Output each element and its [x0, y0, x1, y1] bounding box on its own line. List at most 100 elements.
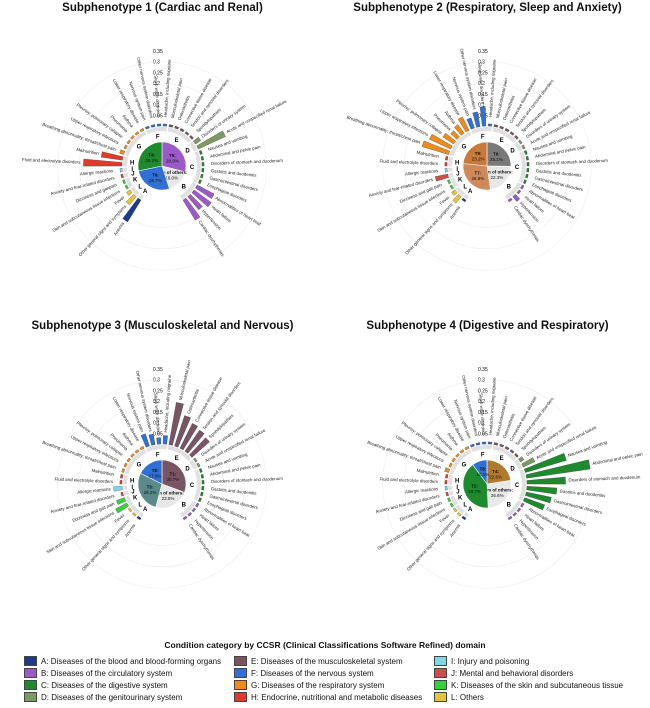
bar-a: [136, 515, 142, 521]
category-arc-h: [123, 156, 129, 167]
category-arc-a: [138, 193, 144, 200]
category-letter-h: H: [455, 161, 459, 167]
bar-label: Fluid and electrolyte disorders: [54, 476, 114, 484]
pie-slice: [486, 141, 512, 167]
pie-slice: [137, 141, 163, 172]
category-letter-c: C: [515, 483, 520, 489]
pie-slice: [161, 141, 187, 173]
legend-label: L: Others: [451, 692, 484, 702]
category-letter-f: F: [481, 452, 485, 458]
bar-label: Disorders of stomach and duodenum: [568, 474, 640, 482]
category-letter-e: E: [175, 138, 179, 144]
bar-b: [520, 184, 525, 190]
pie-slice: [472, 459, 488, 485]
bar-e: [184, 429, 205, 454]
pie-slice: [140, 459, 163, 485]
bar-b: [512, 194, 521, 202]
category-letter-l: L: [138, 503, 142, 509]
grid-ring: [57, 379, 267, 589]
bar-g: [429, 133, 453, 150]
grid-ring: [78, 400, 246, 568]
category-letter-a: A: [468, 189, 473, 195]
bar-label: Disorders of stomach and duodenum: [211, 476, 283, 484]
category-arc-l: [130, 186, 140, 197]
axis-tick-label: 0.1: [478, 421, 485, 427]
legend-item-f: F: Diseases of the nervous system: [234, 668, 374, 678]
bar-b: [182, 515, 188, 521]
bar-f: [472, 111, 481, 128]
bar-j: [120, 173, 124, 179]
bar-k: [447, 179, 451, 185]
category-letter-i: I: [131, 485, 133, 491]
legend-item-a: A: Diseases of the blood and blood-formi…: [24, 656, 221, 666]
category-arc-k: [450, 495, 458, 506]
axis-tick-label: 0.1: [153, 103, 160, 109]
pie-slice-label: Sum of others:: [152, 491, 184, 496]
bar-c: [200, 474, 204, 479]
legend-label: H: Endocrine, nutritional and metabolic …: [251, 692, 423, 702]
pie-slice-label: T5:: [169, 153, 176, 158]
bar-label: Gastritis and duodenitis: [211, 486, 258, 496]
axis-tick-label: 0.2: [478, 81, 485, 87]
category-arc-e: [167, 127, 192, 144]
bar-e: [189, 135, 194, 140]
bar-label: Fever: [114, 194, 126, 205]
bar-label: Anemia: [113, 221, 126, 237]
category-letter-i: I: [456, 167, 458, 173]
legend-label: C: Diseases of the digestive system: [41, 680, 168, 690]
bar-e: [509, 131, 515, 136]
legend-swatch: [434, 692, 447, 702]
pie-slice: [462, 163, 491, 191]
bar-k: [449, 502, 454, 508]
legend-swatch: [24, 668, 37, 678]
bar-f: [479, 106, 487, 127]
bar-b: [187, 194, 203, 211]
pie-slice-value: 26.7%: [149, 178, 162, 183]
bar-f: [140, 433, 150, 448]
bar-label: Fluid and electrolyte disorders: [379, 476, 439, 484]
grid-ring: [382, 61, 592, 271]
bar-label: Gastritis and duodenitis: [211, 168, 258, 178]
bar-f: [470, 443, 475, 448]
bar-c: [523, 453, 567, 473]
axis-tick-label: 0.15: [478, 92, 488, 98]
bar-l: [126, 189, 133, 196]
bar-g: [464, 446, 470, 451]
axis-tick-label: 0.25: [478, 388, 488, 394]
category-letter-i: I: [456, 485, 458, 491]
legend-item-e: E: Diseases of the musculoskeletal syste…: [234, 656, 403, 666]
bar-c: [523, 497, 545, 511]
bar-l: [452, 194, 462, 204]
category-arc-k: [125, 177, 133, 188]
category-letter-j: J: [131, 489, 134, 495]
bar-k: [116, 497, 126, 505]
bar-b: [195, 184, 215, 199]
bar-e: [184, 131, 190, 136]
axis-tick-label: 0.3: [153, 378, 160, 384]
grid-ring: [57, 61, 267, 271]
bar-label: Breathing abnormality; throat/chest pain: [346, 115, 421, 145]
bar-g: [123, 462, 128, 468]
bar-label: Disorders of stomach and duodenum: [211, 158, 283, 166]
bar-e: [504, 446, 510, 451]
category-letter-b: B: [507, 503, 512, 509]
bar-label: Fever: [439, 194, 451, 205]
category-letter-h: H: [130, 161, 134, 167]
legend-label: J: Mental and behavioral disorders: [451, 668, 574, 678]
category-arc-g: [449, 448, 472, 475]
legend-label: I: Injury and poisoning: [451, 656, 530, 666]
legend-item-i: I: Injury and poisoning: [434, 656, 529, 666]
bar-label: Malnutrition: [416, 150, 440, 159]
pie-slice-label: T9:: [475, 151, 482, 156]
legend-item-l: L: Others: [434, 692, 484, 702]
bar-label: Allergic reactions: [77, 486, 112, 494]
axis-tick-label: 0.05: [153, 113, 163, 119]
subphenotype-3-panel: Subphenotype 3 (Musculoskeletal and Nerv…: [0, 318, 325, 630]
bar-b: [507, 197, 513, 203]
bar-a: [122, 197, 142, 223]
bar-e: [499, 443, 504, 448]
bar-label: Headache, including migraine: [488, 377, 497, 436]
category-letter-e: E: [500, 456, 504, 462]
pie-slice-value: 26.6%: [491, 493, 504, 498]
